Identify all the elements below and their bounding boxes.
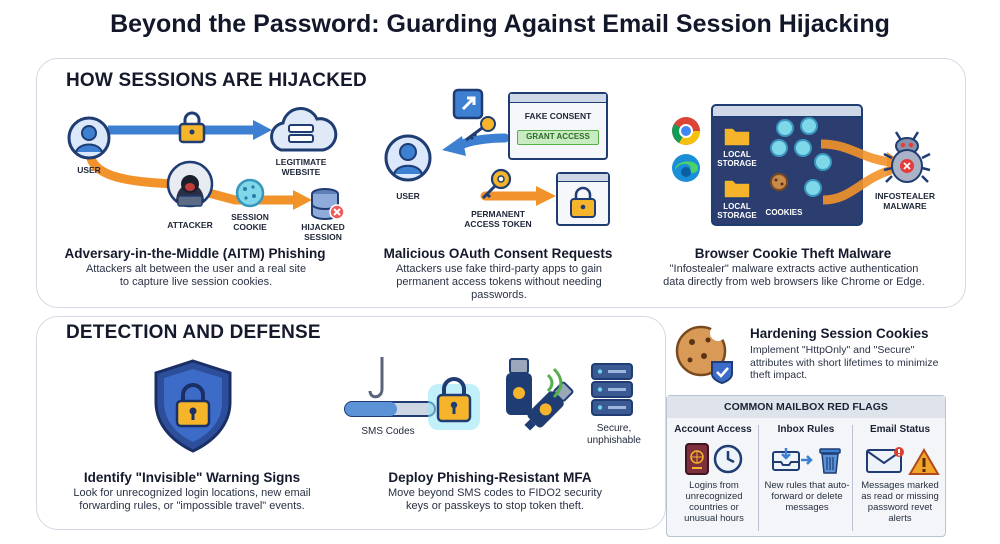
oauth-diagram — [442, 133, 556, 206]
fake-consent-label: FAKE CONSENT — [524, 111, 592, 121]
aitm-title: Adversary-in-the-Middle (AITM) Phishing — [64, 246, 326, 261]
malware-label: INFOSTEALER MALWARE — [875, 191, 935, 211]
hardening-title: Hardening Session Cookies — [750, 326, 929, 341]
flag-col-desc-0: Logins from unrecognized countries or un… — [684, 480, 744, 524]
fake-consent-window: FAKE CONSENT GRANT ACCESS — [508, 92, 608, 160]
aitm-desc: Attackers alt between the user and a rea… — [85, 263, 307, 288]
warning-desc: Look for unrecognized login locations, n… — [73, 487, 311, 512]
defense-heading: DETECTION AND DEFENSE — [66, 322, 321, 343]
mfa-secure-label: Secure, unphishable — [587, 423, 641, 446]
hijack-panel — [36, 58, 966, 308]
local-storage-label-2: LOCAL STORAGE — [717, 202, 757, 220]
mfa-title: Deploy Phishing-Resistant MFA — [388, 470, 592, 485]
red-flags-heading: COMMON MAILBOX RED FLAGS — [667, 396, 945, 418]
flags-divider — [758, 425, 759, 531]
cookie-theft-desc: "Infostealer" malware extracts active au… — [663, 263, 925, 288]
flag-col-title-0: Account Access — [674, 424, 752, 435]
hijack-heading: HOW SESSIONS ARE HIJACKED — [66, 70, 367, 91]
local-storage-label-1: LOCAL STORAGE — [717, 150, 757, 168]
warning-title: Identify "Invisible" Warning Signs — [83, 470, 301, 485]
oauth-user-label: USER — [396, 191, 420, 201]
aitm-user-label: USER — [77, 165, 101, 175]
stolen-tokens — [770, 117, 832, 197]
page-title: Beyond the Password: Guarding Against Em… — [110, 10, 890, 38]
flag-col-desc-1: New rules that auto-forward or delete me… — [764, 480, 850, 513]
aitm-attacker-label: ATTACKER — [167, 220, 213, 230]
oauth-token-label: PERMANENT ACCESS TOKEN — [464, 209, 532, 229]
cookie-theft-title: Browser Cookie Theft Malware — [694, 246, 892, 261]
aitm-website-label: LEGITIMATE WEBSITE — [275, 157, 327, 177]
oauth-desc: Attackers use fake third-party apps to g… — [395, 263, 603, 301]
token-lock-window — [556, 172, 610, 226]
flag-col-title-1: Inbox Rules — [777, 424, 835, 435]
flag-col-desc-2: Messages marked as read or missing passw… — [861, 480, 939, 524]
grant-access-button[interactable]: GRANT ACCESS — [517, 130, 599, 145]
cookies-label: COOKIES — [765, 208, 803, 217]
flag-col-title-2: Email Status — [869, 424, 931, 435]
defense-panel — [36, 316, 666, 530]
mfa-sms-label: SMS Codes — [361, 426, 415, 437]
mfa-desc: Move beyond SMS codes to FIDO2 security … — [388, 487, 602, 512]
fishhook-icon — [370, 352, 371, 353]
oauth-title: Malicious OAuth Consent Requests — [383, 246, 613, 261]
aitm-hijacked-label: HIJACKED SESSION — [301, 222, 345, 242]
hardening-desc: Implement "HttpOnly" and "Secure" attrib… — [750, 344, 939, 381]
flags-divider — [852, 425, 853, 531]
aitm-cookie-label: SESSION COOKIE — [231, 212, 269, 232]
